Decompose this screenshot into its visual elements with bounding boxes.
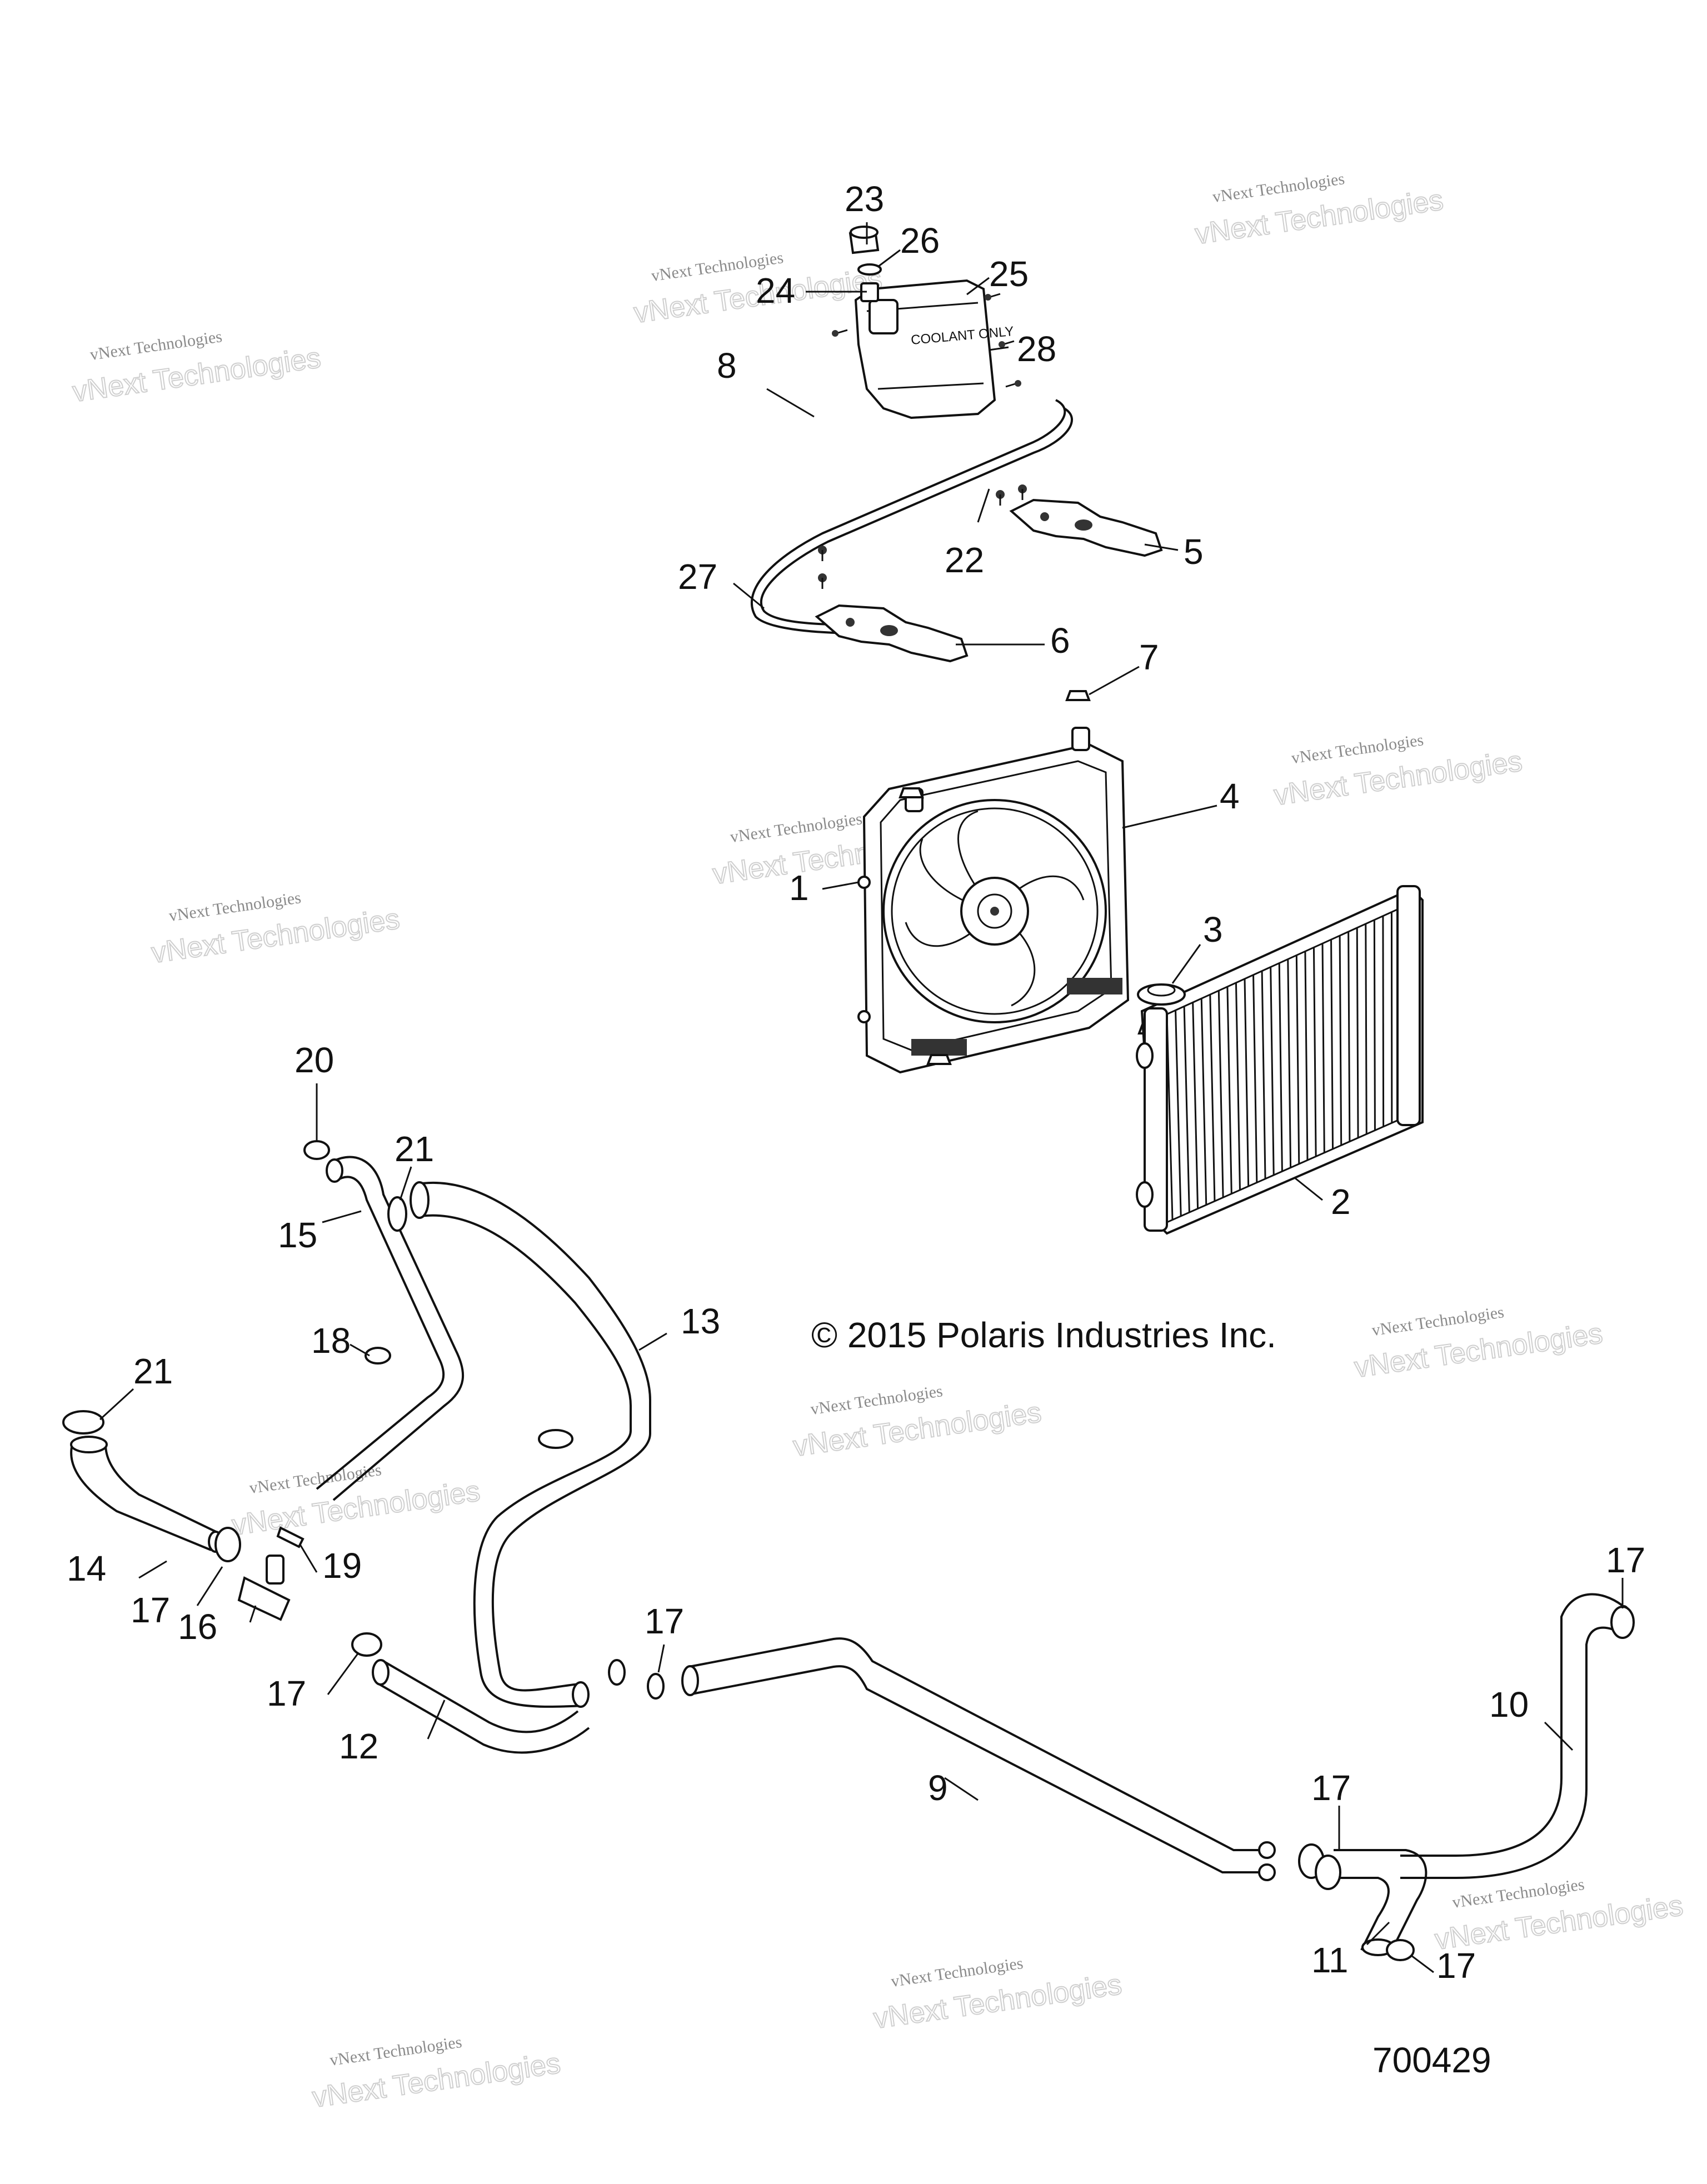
shroud-feet xyxy=(911,978,1122,1056)
watermark-1: vNext Technologies vNext Technologies xyxy=(70,327,323,409)
callout-3: 3 xyxy=(1203,909,1223,949)
radiator-fin xyxy=(1321,943,1325,1153)
hose-12 xyxy=(372,1659,590,1754)
watermark-3: vNext Technologies vNext Technologies xyxy=(1192,169,1446,251)
radiator-fin xyxy=(1356,928,1359,1138)
radiator-fin xyxy=(1192,1002,1199,1209)
hose-11 xyxy=(1334,1849,1428,1956)
callout-17-mid: 17 xyxy=(267,1673,306,1713)
callout-27: 27 xyxy=(678,557,717,597)
callout-17-right: 17 xyxy=(1606,1540,1645,1580)
callout-15: 15 xyxy=(278,1215,317,1255)
spring-clamps xyxy=(62,1140,407,1435)
callout-2: 2 xyxy=(1331,1182,1351,1222)
hose-14 xyxy=(70,1436,223,1553)
radiator-fin xyxy=(1183,1006,1190,1212)
callout-17-left: 17 xyxy=(131,1590,170,1630)
hose-15 xyxy=(316,1156,465,1501)
callout-21-top: 21 xyxy=(395,1129,434,1169)
callout-14: 14 xyxy=(67,1548,106,1588)
callout-25: 25 xyxy=(989,254,1029,294)
radiator-fins xyxy=(1166,908,1401,1220)
callout-12: 12 xyxy=(339,1726,378,1766)
hose-9 xyxy=(681,1637,1276,1881)
radiator-fin xyxy=(1235,982,1241,1190)
callout-17-bottom: 17 xyxy=(1436,1946,1476,1986)
clamp-18 xyxy=(365,1347,391,1365)
radiator-fin xyxy=(1373,920,1376,1131)
watermark-9: vNext Technologies vNext Technologies xyxy=(1352,1303,1605,1385)
callout-16: 16 xyxy=(178,1607,217,1647)
radiator-fin xyxy=(1330,939,1334,1150)
bracket-upper xyxy=(1009,498,1163,557)
radiator-fin xyxy=(1347,932,1351,1142)
watermark-7: vNext Technologies vNext Technologies xyxy=(229,1461,483,1542)
radiator-fin xyxy=(1200,998,1207,1205)
callout-21-left: 21 xyxy=(133,1351,173,1391)
radiator-fin xyxy=(1270,967,1275,1176)
watermark-12: vNext Technologies vNext Technologies xyxy=(1433,1875,1686,1957)
leader-lines xyxy=(99,222,1624,1973)
radiator-fin xyxy=(1287,959,1292,1168)
callout-26: 26 xyxy=(900,221,940,261)
radiator-fin xyxy=(1304,951,1309,1161)
callouts: 23 26 24 25 28 8 27 22 5 6 7 4 1 3 2 20 … xyxy=(67,179,1645,1986)
watermark-6: vNext Technologies vNext Technologies xyxy=(1271,731,1525,812)
callout-10: 10 xyxy=(1489,1685,1529,1725)
radiator xyxy=(1136,885,1424,1235)
callout-5: 5 xyxy=(1184,532,1204,572)
bleed-screw-19 xyxy=(276,1526,305,1548)
radiator-fin xyxy=(1382,916,1385,1127)
diagram-part-number: 700429 xyxy=(1372,2040,1491,2080)
bracket-screws xyxy=(818,484,1027,589)
watermark-11: vNext Technologies vNext Technologies xyxy=(871,1954,1125,2036)
reservoir-oring xyxy=(857,263,882,276)
callout-24: 24 xyxy=(756,271,795,311)
callout-8: 8 xyxy=(717,346,737,386)
radiator-fin xyxy=(1261,971,1266,1179)
callout-28: 28 xyxy=(1017,329,1056,369)
callout-9: 9 xyxy=(928,1768,948,1808)
hose-13 xyxy=(410,1181,651,1708)
callout-23: 23 xyxy=(845,179,884,219)
radiator-fin xyxy=(1244,978,1250,1187)
radiator-fin xyxy=(1295,955,1300,1165)
bracket-lower xyxy=(815,604,969,663)
reservoir-screws xyxy=(832,293,1021,388)
hose-fitting-16 xyxy=(237,1555,291,1621)
radiator-cap xyxy=(1137,983,1186,1006)
radiator-fin xyxy=(1209,994,1216,1201)
callout-17-center: 17 xyxy=(645,1601,684,1641)
radiator-fin xyxy=(1252,974,1258,1183)
radiator-fin xyxy=(1175,1009,1182,1216)
watermark-10: vNext Technologies vNext Technologies xyxy=(310,2033,563,2115)
callout-19: 19 xyxy=(322,1546,362,1586)
copyright-text: © 2015 Polaris Industries Inc. xyxy=(811,1315,1276,1355)
callout-20: 20 xyxy=(295,1040,334,1080)
callout-17-lower: 17 xyxy=(1311,1768,1351,1808)
watermark-4: vNext Technologies vNext Technologies xyxy=(149,888,402,970)
radiator-fin xyxy=(1339,936,1342,1146)
hose-10 xyxy=(1400,1593,1631,1879)
coolant-reservoir: COOLANT ONLY xyxy=(832,226,1021,419)
watermark-8: vNext Technologies vNext Technologies xyxy=(791,1382,1044,1463)
callout-13: 13 xyxy=(681,1301,720,1341)
radiator-fin xyxy=(1217,990,1224,1198)
radiator-fin xyxy=(1312,947,1317,1157)
callout-18: 18 xyxy=(311,1321,351,1361)
overflow-tube xyxy=(751,399,1073,634)
callout-22: 22 xyxy=(945,540,984,580)
callout-1: 1 xyxy=(789,868,809,908)
hose-clamps xyxy=(214,1429,1635,1961)
watermarks: vNext Technologies vNext Technologies vN… xyxy=(70,169,1686,2115)
callout-4: 4 xyxy=(1220,776,1240,816)
callout-6: 6 xyxy=(1050,621,1070,661)
fan-shroud xyxy=(862,727,1130,1074)
callout-11: 11 xyxy=(1311,1940,1348,1980)
callout-7: 7 xyxy=(1139,637,1159,677)
radiator-fin xyxy=(1278,963,1283,1172)
radiator-fin xyxy=(1226,986,1232,1194)
